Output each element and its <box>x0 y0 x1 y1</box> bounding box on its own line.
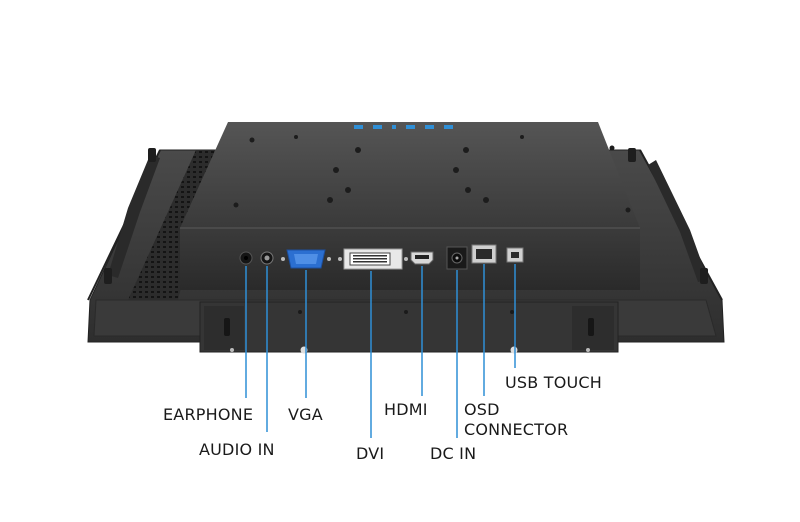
label-vga: VGA <box>288 405 323 424</box>
label-hdmi: HDMI <box>384 400 428 419</box>
label-audio-in: AUDIO IN <box>199 440 275 459</box>
label-osd: OSD <box>464 400 500 419</box>
label-connector: CONNECTOR <box>464 420 569 439</box>
usb-touch-port-icon <box>506 247 524 263</box>
mounting-brackets <box>199 301 619 354</box>
label-usb-touch: USB TOUCH <box>505 373 603 392</box>
audio-in-jack-icon <box>260 251 274 265</box>
osd-connector-port-icon <box>471 244 497 264</box>
dvi-port-icon <box>338 248 408 270</box>
label-dvi: DVI <box>356 444 385 463</box>
vesa-mount-holes <box>233 135 631 213</box>
vga-port-icon <box>281 249 331 269</box>
dc-in-port-icon <box>446 246 468 270</box>
hdmi-port-icon <box>410 251 434 265</box>
monitor-body <box>180 122 640 290</box>
status-leds <box>354 125 453 129</box>
label-earphone: EARPHONE <box>163 405 254 424</box>
io-ports <box>239 244 524 270</box>
label-dc-in: DC IN <box>430 444 477 463</box>
earphone-jack-icon <box>239 251 253 265</box>
leader-lines <box>245 264 516 438</box>
vent-grille <box>128 150 216 300</box>
